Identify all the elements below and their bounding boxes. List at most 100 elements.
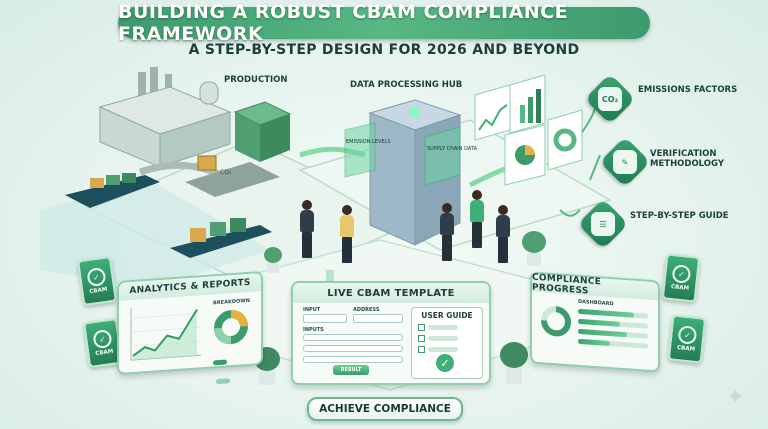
progress-donut	[541, 306, 571, 337]
progress-bar	[578, 308, 648, 319]
checklist-item	[418, 335, 476, 342]
hub-label: DATA PROCESSING HUB	[350, 80, 463, 90]
checkbox-icon	[418, 335, 425, 342]
ship-hull	[65, 175, 160, 208]
checklist-item	[418, 346, 476, 353]
chart-line	[132, 309, 198, 357]
cargo-ships	[65, 173, 272, 258]
user-guide-title: USER GUIDE	[421, 311, 473, 320]
badge-title: CBAM	[676, 345, 696, 353]
data-hub-tower: EMISSION LEVELS SUPPLY CHAIN DATA	[344, 99, 478, 246]
check-icon: ✓	[92, 328, 113, 350]
inputs-label: INPUTS	[303, 327, 324, 333]
connector-step-3	[559, 209, 581, 217]
green-building-wall	[260, 114, 290, 162]
person-legs	[472, 222, 482, 248]
checklist-item	[418, 324, 476, 331]
progress-bars	[578, 308, 648, 349]
panel-title: LIVE CBAM TEMPLATE	[293, 283, 489, 303]
pie-slice	[525, 145, 535, 155]
step-emissions-factors: CO₂ EMISSIONS FACTORS	[584, 73, 750, 125]
compliance-progress-panel: COMPLIANCE PROGRESS DASHBOARD	[530, 271, 660, 373]
donut-progress	[541, 306, 571, 337]
person-legs	[498, 237, 508, 263]
chart-axis-x	[131, 354, 201, 361]
person-figure	[496, 205, 510, 263]
person-figure	[340, 205, 354, 263]
inputs-row-field[interactable]	[303, 334, 403, 341]
badge-title: CBAM	[89, 286, 108, 296]
input-field[interactable]	[303, 314, 347, 323]
step-hex: CO₂	[584, 73, 636, 125]
sparkle-icon: ✦	[726, 385, 745, 410]
line-chart	[130, 308, 201, 361]
step-label: STEP-BY-STEP GUIDE	[630, 211, 729, 221]
check-icon: ✓	[671, 264, 692, 284]
bar-chart-icon	[536, 89, 541, 123]
cbam-certified-badge: ✓ CBAM	[667, 314, 707, 364]
donut-chart-icon	[553, 128, 577, 152]
live-cbam-template-panel[interactable]: LIVE CBAM TEMPLATE INPUT ADDRESS INPUTS …	[291, 281, 491, 385]
inputs-rows	[303, 334, 403, 367]
bar-chart-icon	[528, 97, 533, 123]
achieve-compliance-button[interactable]: ACHIEVE COMPLIANCE	[307, 397, 463, 421]
cbam-certified-badge: ✓ CBAM	[661, 253, 701, 303]
step-hex: ☰	[577, 198, 629, 250]
checkbox-icon	[418, 324, 425, 331]
badge-title: CBAM	[670, 284, 690, 292]
cbam-certified-badge: ✓ CBAM	[76, 255, 118, 307]
address-field[interactable]	[353, 314, 403, 323]
address-label: ADDRESS	[353, 307, 380, 313]
person-head	[472, 190, 482, 200]
user-guide-card[interactable]: USER GUIDE ✓	[411, 307, 483, 379]
person-head	[302, 200, 312, 210]
line-chart-icon	[478, 104, 508, 131]
factory-wall-right	[159, 111, 231, 168]
floating-screens	[474, 75, 583, 186]
chart-area	[133, 309, 197, 360]
check-circle-icon: ✓	[436, 354, 454, 372]
connector-step-2	[589, 154, 601, 181]
person-body	[496, 215, 510, 237]
person-legs	[342, 237, 352, 263]
input-label: INPUT	[303, 307, 321, 313]
plant-icon	[522, 231, 546, 266]
screen-donut-chart	[547, 109, 583, 171]
step-step-by-step-guide: ☰ STEP-BY-STEP GUIDE	[577, 198, 743, 250]
person-body	[470, 200, 484, 222]
container-icon	[210, 222, 226, 236]
inputs-row-field[interactable]	[303, 345, 403, 352]
gridline	[131, 312, 201, 319]
checklist-line	[428, 325, 458, 330]
progress-bar	[578, 338, 648, 349]
hub-beacon	[410, 107, 420, 117]
result-label: RESULT	[340, 367, 362, 373]
analytics-reports-panel: ANALYTICS & REPORTS BREAKDOWN	[117, 270, 263, 385]
person-legs	[442, 235, 452, 261]
step-verification-methodology: ✎ VERIFICATION METHODOLOGY	[599, 136, 765, 188]
progress-bar	[578, 328, 648, 339]
tower-side-left	[369, 112, 416, 246]
progress-bar	[578, 318, 648, 329]
step-label: EMISSIONS FACTORS	[638, 85, 738, 95]
result-button[interactable]: RESULT	[333, 365, 369, 375]
step-label: VERIFICATION METHODOLOGY	[650, 149, 724, 169]
donut-slice	[214, 327, 232, 345]
ship-hull	[170, 225, 272, 258]
plant-icon	[500, 342, 528, 384]
inputs-row-field[interactable]	[303, 356, 403, 363]
container-icon	[122, 173, 136, 183]
legend-swatch	[213, 359, 227, 366]
person-figure	[300, 200, 314, 258]
silo-icon	[199, 81, 219, 105]
container-icon	[106, 175, 120, 185]
donut-slice	[230, 310, 248, 327]
hub-screen-left	[344, 122, 376, 178]
person-head	[498, 205, 508, 215]
person-body	[340, 215, 354, 237]
person-head	[342, 205, 352, 215]
person-body	[440, 213, 454, 235]
person-figure	[470, 190, 484, 248]
checklist-icon: ✎	[613, 150, 637, 174]
badge-title: CBAM	[95, 348, 114, 358]
